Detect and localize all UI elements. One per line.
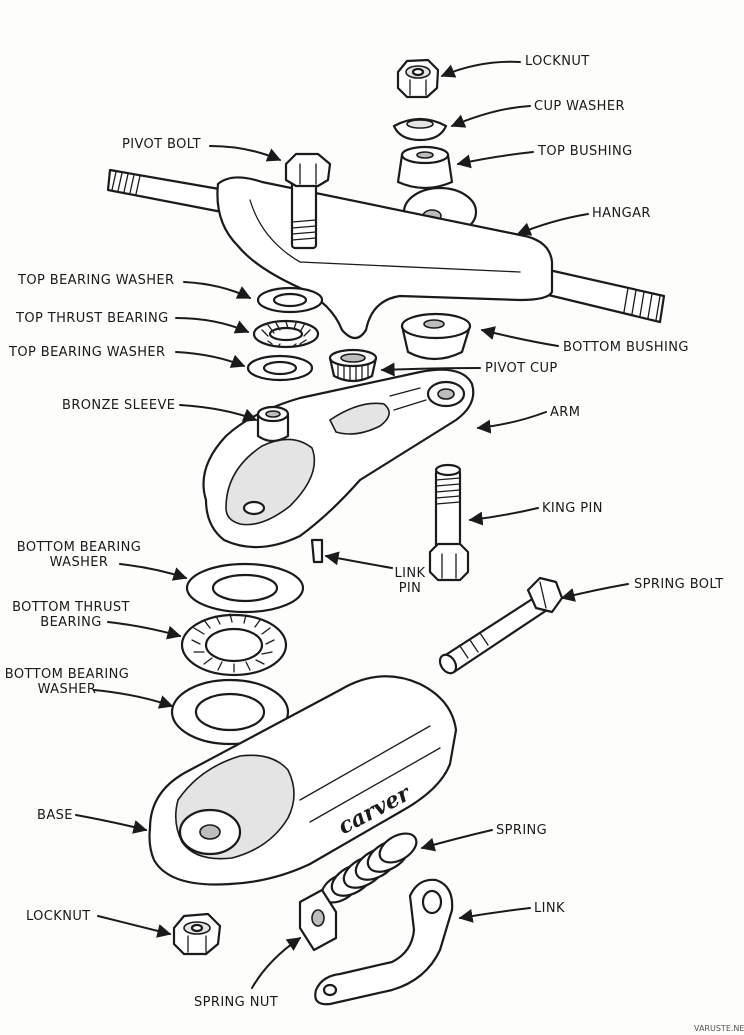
- locknut-top-part: [396, 58, 440, 99]
- label-spring-bolt: SPRING BOLT: [634, 577, 724, 592]
- label-link-pin-line1: LINK: [394, 566, 426, 581]
- label-bottom-thrust-bearing: BOTTOM THRUST BEARING: [8, 600, 134, 630]
- link-part: [314, 878, 454, 1006]
- label-bottom-bearing-washer-2-line1: BOTTOM BEARING: [4, 667, 130, 682]
- pivot-bolt-part: [284, 152, 332, 250]
- base-part: carver: [148, 675, 458, 886]
- hangar-part: [106, 168, 666, 340]
- pivot-cup-part: [328, 348, 378, 383]
- top-bearing-washer-2-part: [246, 354, 314, 382]
- label-bottom-thrust-bearing-line2: BEARING: [40, 615, 102, 630]
- label-base: BASE: [37, 808, 73, 823]
- bottom-bearing-washer-1-part: [185, 562, 305, 614]
- label-king-pin: KING PIN: [542, 501, 603, 516]
- label-top-bearing-washer-1: TOP BEARING WASHER: [18, 273, 175, 288]
- label-hangar: HANGAR: [592, 206, 651, 221]
- label-bottom-thrust-bearing-line1: BOTTOM THRUST: [12, 600, 130, 615]
- label-bottom-bushing: BOTTOM BUSHING: [563, 340, 689, 355]
- label-arm: ARM: [550, 405, 581, 420]
- label-link-pin-line2: PIN: [398, 581, 422, 596]
- locknut-bottom-part: [172, 912, 222, 956]
- label-locknut-top: LOCKNUT: [525, 54, 590, 69]
- label-top-thrust-bearing: TOP THRUST BEARING: [16, 311, 169, 326]
- spring-bolt-part: [438, 576, 564, 675]
- label-top-bushing: TOP BUSHING: [538, 144, 633, 159]
- spring-part: [320, 832, 418, 904]
- king-pin-part: [428, 463, 470, 582]
- label-spring: SPRING: [496, 823, 548, 838]
- label-bottom-bearing-washer-1-line2: WASHER: [49, 555, 109, 570]
- top-bushing-part: [396, 145, 454, 190]
- label-bronze-sleeve: BRONZE SLEEVE: [62, 398, 176, 413]
- arm-part: [202, 368, 475, 564]
- top-thrust-bearing-part: [252, 319, 320, 349]
- label-link-pin: LINK PIN: [390, 566, 430, 596]
- watermark: VARUSTE.NET: [694, 1024, 744, 1033]
- cup-washer-part: [392, 117, 448, 142]
- top-bearing-washer-1-part: [256, 286, 324, 314]
- leader-lines: [75, 60, 629, 989]
- label-bottom-bearing-washer-1-line1: BOTTOM BEARING: [16, 540, 142, 555]
- bottom-thrust-bearing-part: [180, 613, 288, 677]
- bottom-bearing-washer-2-part: [170, 678, 290, 746]
- label-locknut-bottom: LOCKNUT: [26, 909, 91, 924]
- label-cup-washer: CUP WASHER: [534, 99, 625, 114]
- label-link: LINK: [534, 901, 565, 916]
- spring-nut-part: [298, 888, 338, 952]
- label-bottom-bearing-washer-2-line2: WASHER: [37, 682, 97, 697]
- bottom-bushing-part: [400, 312, 472, 361]
- label-bottom-bearing-washer-2: BOTTOM BEARING WASHER: [0, 667, 134, 697]
- label-spring-nut: SPRING NUT: [194, 995, 279, 1010]
- label-top-bearing-washer-2: TOP BEARING WASHER: [9, 345, 166, 360]
- label-pivot-cup: PIVOT CUP: [485, 361, 558, 376]
- label-bottom-bearing-washer-1: BOTTOM BEARING WASHER: [12, 540, 146, 570]
- label-pivot-bolt: PIVOT BOLT: [122, 137, 201, 152]
